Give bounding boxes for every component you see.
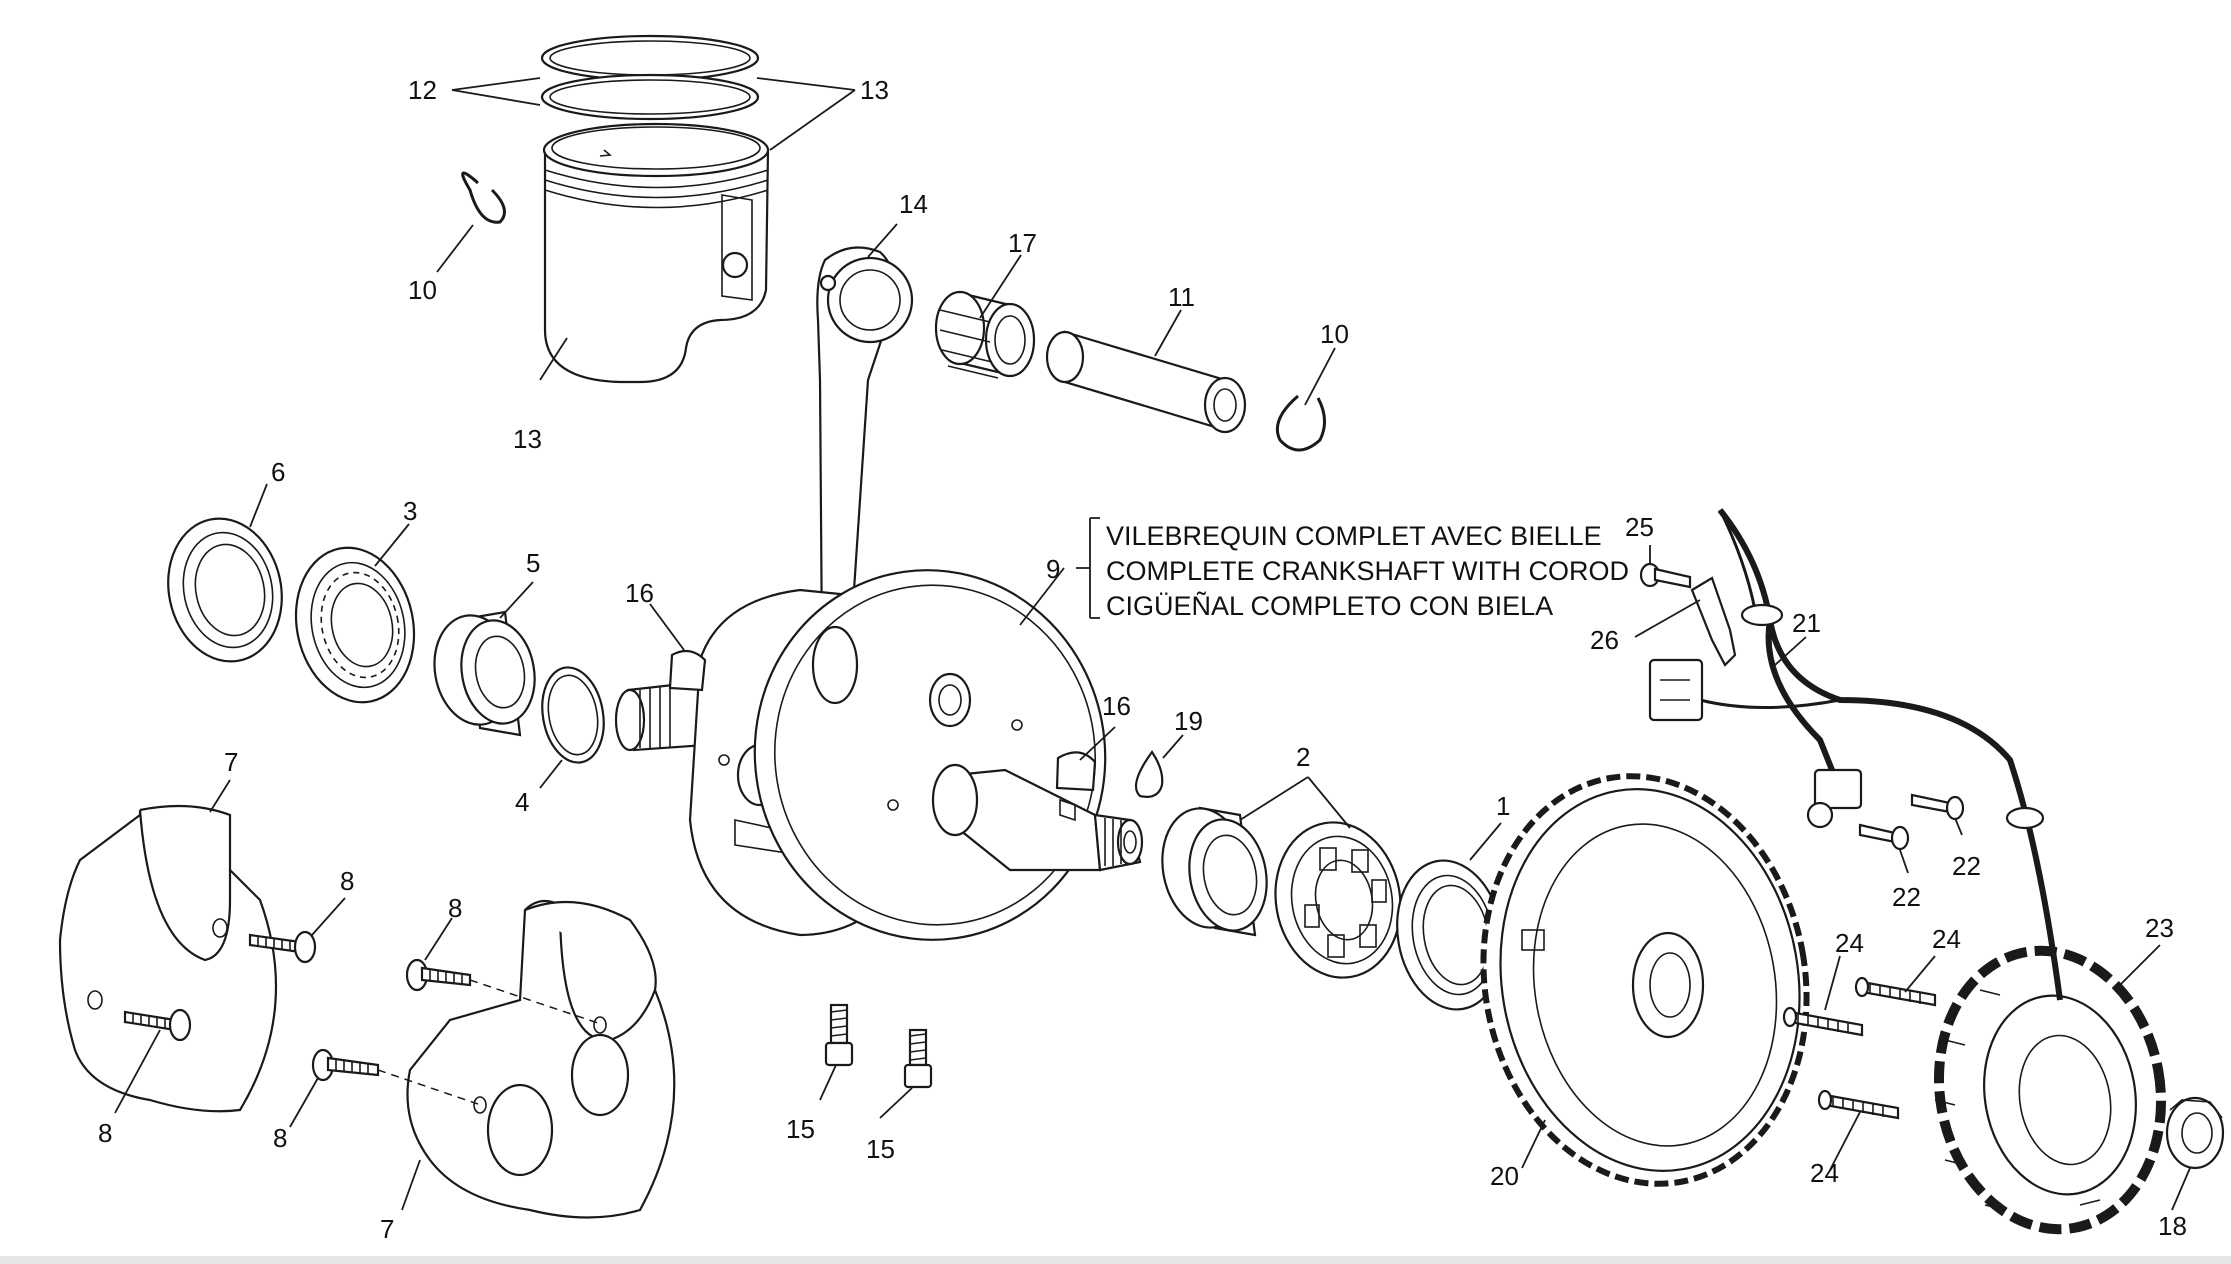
callout-22-a: 22	[1952, 851, 1981, 881]
callout-22-b: 22	[1892, 882, 1921, 912]
callout-10-right: 10	[1320, 319, 1349, 349]
callout-12: 12	[408, 75, 437, 105]
callout-8-d: 8	[273, 1123, 287, 1153]
screw-8-b	[123, 1008, 192, 1042]
stud-24-a	[1782, 1006, 1864, 1037]
callout-14: 14	[899, 189, 928, 219]
woodruff-key-left	[668, 649, 707, 692]
callout-17: 17	[1008, 228, 1037, 258]
flywheel-rotor	[1480, 773, 1810, 1187]
screw-22-a	[1910, 793, 1965, 821]
callout-21: 21	[1792, 608, 1821, 638]
screw-8-a	[248, 930, 317, 964]
callout-20: 20	[1490, 1161, 1519, 1191]
caption-english: COMPLETE CRANKSHAFT WITH COROD	[1106, 556, 1629, 586]
callout-24-b: 24	[1932, 924, 1961, 954]
caption-french: VILEBREQUIN COMPLET AVEC BIELLE	[1106, 521, 1602, 551]
roller-bearing-right	[1274, 821, 1402, 979]
spacer-right	[1161, 806, 1268, 937]
callout-15-b: 15	[866, 1134, 895, 1164]
callout-18: 18	[2158, 1211, 2187, 1241]
nut	[2165, 1096, 2225, 1170]
screw-22-b	[1858, 823, 1910, 851]
callout-25: 25	[1625, 512, 1654, 542]
needle-bearing	[934, 290, 1036, 379]
piston	[542, 122, 770, 384]
leader-lines	[114, 77, 2191, 1211]
callout-4: 4	[515, 787, 529, 817]
crankshaft-caption: VILEBREQUIN COMPLET AVEC BIELLE COMPLETE…	[1106, 521, 1629, 621]
crankshaft-assembly	[614, 569, 1144, 941]
callout-19: 19	[1174, 706, 1203, 736]
callout-5: 5	[526, 548, 540, 578]
callout-7-right: 7	[380, 1214, 394, 1244]
piston-pin	[1045, 330, 1247, 434]
callout-8-c: 8	[448, 893, 462, 923]
callout-24-a: 24	[1835, 928, 1864, 958]
callout-23: 23	[2145, 913, 2174, 943]
callout-16-right: 16	[1102, 691, 1131, 721]
bolt-15-b	[903, 1028, 933, 1089]
callout-13-piston: 13	[513, 424, 542, 454]
callout-1: 1	[1496, 791, 1510, 821]
oil-drop	[1134, 750, 1164, 798]
shim-washer	[541, 666, 605, 764]
caption-spanish: CIGÜEÑAL COMPLETO CON BIELA	[1106, 590, 1553, 621]
oil-seal-left	[167, 517, 283, 663]
stator	[1933, 945, 2167, 1235]
stud-24-c	[1817, 1089, 1900, 1120]
callout-6: 6	[271, 457, 285, 487]
clamp-26	[1690, 576, 1737, 667]
bolt-15-a	[824, 1003, 854, 1067]
woodruff-key-right	[1055, 751, 1097, 792]
screw-8-d	[311, 1048, 479, 1105]
callout-3: 3	[403, 496, 417, 526]
circlip-right	[1275, 394, 1326, 452]
callout-7-left: 7	[224, 747, 238, 777]
callout-10-left: 10	[408, 275, 437, 305]
callout-9: 9	[1046, 554, 1060, 584]
screw-25	[1639, 562, 1692, 589]
callout-8-b: 8	[98, 1118, 112, 1148]
callout-8-a: 8	[340, 866, 354, 896]
bottom-scroll-strip	[0, 1256, 2231, 1264]
stud-24-b	[1854, 976, 1937, 1007]
ball-bearing-left	[294, 546, 416, 704]
screw-8-c	[405, 958, 599, 1024]
spacer-left	[433, 610, 536, 737]
counterweight-left	[58, 804, 278, 1113]
callout-16-left: 16	[625, 578, 654, 608]
callout-11: 11	[1168, 282, 1195, 312]
callout-2: 2	[1296, 742, 1310, 772]
callout-13-rings: 13	[860, 75, 889, 105]
circlip-left	[461, 171, 506, 224]
connecting-rod	[816, 246, 914, 652]
callout-24-c: 24	[1810, 1158, 1839, 1188]
counterweight-right	[406, 899, 676, 1219]
callout-labels: 12 13 10 13 14 17 11 10 6 3 5 16 4 9 16 …	[98, 75, 2187, 1244]
callout-15-a: 15	[786, 1114, 815, 1144]
wire-harness	[1648, 508, 2063, 1001]
piston-rings	[540, 34, 760, 121]
callout-26: 26	[1590, 625, 1619, 655]
